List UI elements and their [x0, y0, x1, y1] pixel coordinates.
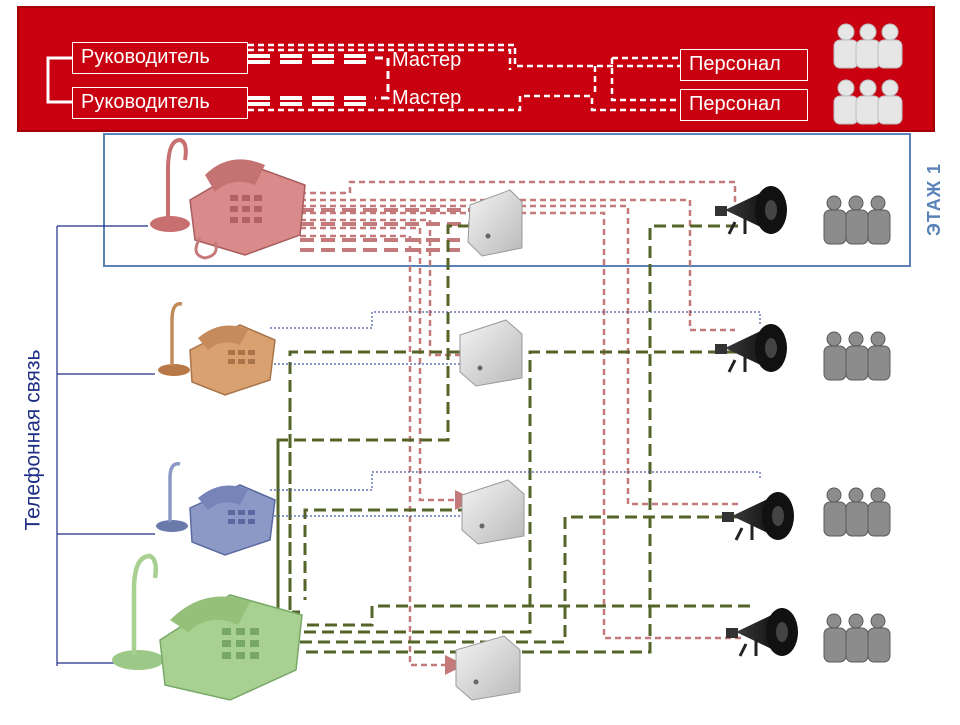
- wall-speaker-icon: [467, 189, 523, 257]
- microphone-icon: [158, 302, 190, 376]
- telephone-bus: [56, 225, 155, 666]
- people-group-icon: [823, 487, 891, 537]
- wall-speaker-icon: [461, 479, 525, 545]
- manager-label-1: Руководитель: [72, 42, 248, 74]
- telephone-label-text: Телефонная связь: [21, 349, 44, 531]
- master-label-1: Мастер: [392, 49, 462, 71]
- staff-label-1: Персонал: [680, 49, 808, 81]
- horn-speaker-icon: [715, 186, 787, 235]
- manager-bracket: [46, 56, 72, 104]
- telephone-label: Телефонная связь: [18, 330, 48, 550]
- manager-label-2: Руководитель: [72, 87, 248, 119]
- blue-links: [270, 311, 761, 517]
- wall-speaker-icon: [459, 319, 523, 387]
- phone-station-1: [150, 137, 306, 260]
- pink-links-bold: [300, 208, 470, 252]
- floor-label: ЭТАЖ 1: [916, 152, 952, 247]
- desk-phone-icon: [159, 594, 303, 701]
- microphone-icon: [150, 137, 190, 232]
- people-group-icon: [823, 195, 891, 245]
- phone-station-3: [156, 462, 276, 556]
- horn-speaker-icon: [722, 492, 794, 541]
- desk-phone-icon: [189, 324, 276, 396]
- horn-speaker-icon: [715, 324, 787, 373]
- floor-1-frame: [103, 133, 911, 267]
- phone-station-2: [158, 302, 276, 396]
- people-group-icon: [833, 79, 903, 125]
- header-panel: [17, 6, 935, 132]
- microphone-icon: [156, 462, 188, 532]
- desk-phone-icon: [189, 159, 306, 260]
- pink-links: [300, 180, 742, 675]
- staff-label-2: Персонал: [680, 89, 808, 121]
- header-links: [248, 43, 680, 112]
- olive-links: [276, 224, 750, 655]
- people-group-icon: [823, 613, 891, 663]
- desk-phone-icon: [189, 484, 276, 556]
- floor-label-text: ЭТАЖ 1: [923, 163, 944, 236]
- phone-station-4: [112, 553, 303, 701]
- horn-speaker-icon: [726, 608, 798, 657]
- people-group-icon: [823, 331, 891, 381]
- wall-speaker-icon: [455, 635, 521, 701]
- people-group-icon: [833, 23, 903, 69]
- microphone-icon: [112, 553, 164, 670]
- master-label-2: Мастер: [392, 87, 462, 109]
